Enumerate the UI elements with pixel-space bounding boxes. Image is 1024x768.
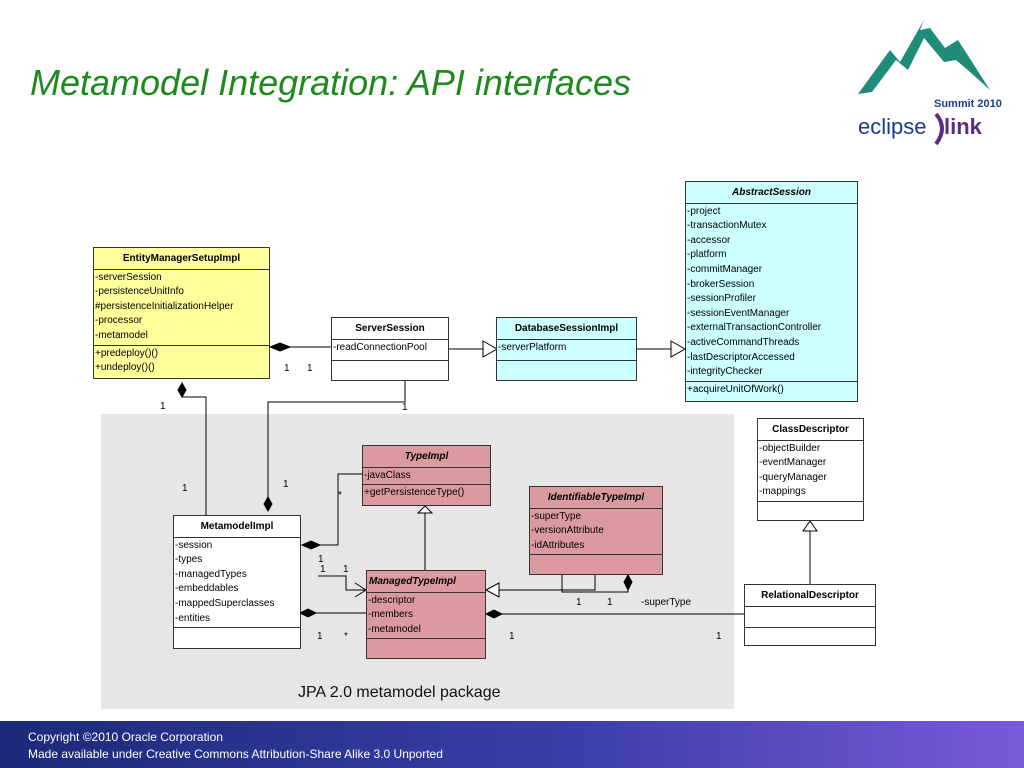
- class-attribute: -serverPlatform: [498, 341, 567, 353]
- class-identifiabletypeimpl: IdentifiableTypeImpl -superType -version…: [529, 486, 663, 575]
- class-attribute: -integrityChecker: [687, 366, 763, 378]
- multiplicity-label: 1: [284, 363, 290, 374]
- class-attribute: -brokerSession: [687, 278, 755, 290]
- footer-bar: Copyright ©2010 Oracle Corporation Made …: [0, 721, 1024, 768]
- class-attribute: -queryManager: [759, 471, 827, 483]
- class-attribute: -versionAttribute: [531, 525, 604, 537]
- class-operation: +acquireUnitOfWork(): [687, 383, 784, 395]
- class-abstractsession: AbstractSession -project -transactionMut…: [685, 181, 858, 402]
- class-serversession: ServerSession -readConnectionPool: [331, 317, 449, 381]
- class-attribute: -mappedSuperclasses: [175, 597, 275, 609]
- class-attribute: -superType: [531, 510, 582, 522]
- class-attribute: -project: [687, 205, 721, 217]
- eclipselink-logo: Summit 2010 eclipse link: [850, 12, 1010, 152]
- class-relationaldescriptor: RelationalDescriptor: [744, 584, 876, 646]
- class-attribute: -mappings: [759, 486, 806, 498]
- class-classdescriptor: ClassDescriptor -objectBuilder -eventMan…: [757, 418, 864, 521]
- multiplicity-label: 1: [576, 597, 582, 608]
- multiplicity-label: 1: [182, 483, 188, 494]
- class-attribute: -members: [368, 609, 414, 621]
- class-name: ManagedTypeImpl: [367, 571, 485, 593]
- slide-title: Metamodel Integration: API interfaces: [30, 62, 631, 103]
- class-operation: +undeploy()(): [95, 362, 155, 374]
- class-attribute: -session: [175, 539, 213, 551]
- class-name: TypeImpl: [363, 446, 490, 468]
- multiplicity-label: 1: [307, 363, 313, 374]
- package-label: JPA 2.0 metamodel package: [298, 684, 501, 701]
- class-databasesessionimpl: DatabaseSessionImpl -serverPlatform: [496, 317, 637, 381]
- class-attribute: -lastDescriptorAccessed: [687, 351, 795, 363]
- role-label-supertype: -superType: [641, 597, 692, 608]
- multiplicity-label: 1: [283, 479, 289, 490]
- class-attribute: -descriptor: [368, 594, 416, 606]
- class-operation: +predeploy()(): [95, 347, 159, 359]
- class-attribute: #persistenceInitializationHelper: [95, 300, 234, 312]
- multiplicity-label: 1: [343, 564, 349, 575]
- class-name: EntityManagerSetupImpl: [94, 248, 269, 270]
- svg-text:Summit 2010: Summit 2010: [934, 98, 1002, 110]
- class-entitymanagersetupimpl: EntityManagerSetupImpl -serverSession -p…: [93, 247, 270, 379]
- class-attribute: -platform: [687, 249, 727, 261]
- multiplicity-label: 1: [318, 554, 324, 565]
- class-operation: +getPersistenceType(): [364, 487, 465, 499]
- class-name: MetamodelImpl: [174, 516, 300, 538]
- class-name: AbstractSession: [686, 182, 857, 204]
- class-attribute: -objectBuilder: [759, 442, 821, 454]
- class-name: RelationalDescriptor: [745, 585, 875, 607]
- multiplicity-label: *: [338, 490, 342, 501]
- multiplicity-label: 1: [402, 402, 408, 413]
- multiplicity-label: 1: [320, 564, 326, 575]
- class-name: ServerSession: [332, 318, 448, 340]
- class-attribute: -transactionMutex: [687, 220, 767, 232]
- class-attribute: -managedTypes: [175, 568, 247, 580]
- class-attribute: -accessor: [687, 234, 731, 246]
- class-attribute: -persistenceUnitInfo: [95, 286, 184, 298]
- class-attribute: -commitManager: [687, 263, 763, 275]
- class-name: DatabaseSessionImpl: [497, 318, 636, 340]
- class-attribute: -embeddables: [175, 583, 239, 595]
- class-attribute: -sessionEventManager: [687, 307, 790, 319]
- class-attribute: -metamodel: [368, 623, 421, 635]
- class-attribute: -types: [175, 554, 203, 566]
- class-attribute: -sessionProfiler: [687, 293, 756, 305]
- multiplicity-label: 1: [160, 401, 166, 412]
- class-typeimpl: TypeImpl -javaClass +getPersistenceType(…: [362, 445, 491, 506]
- class-attribute: -metamodel: [95, 329, 148, 341]
- class-attribute: -processor: [95, 315, 143, 327]
- class-name: ClassDescriptor: [758, 419, 863, 441]
- class-attribute: -idAttributes: [531, 539, 585, 551]
- multiplicity-label: 1: [317, 631, 323, 642]
- multiplicity-label: 1: [509, 631, 515, 642]
- class-attribute: -externalTransactionController: [687, 322, 822, 334]
- class-attribute: -javaClass: [364, 469, 411, 481]
- copyright-text: Copyright ©2010 Oracle Corporation: [28, 730, 223, 744]
- class-attribute: -readConnectionPool: [333, 341, 427, 353]
- class-metamodelimpl: MetamodelImpl -session -types -managedTy…: [173, 515, 301, 649]
- class-attribute: -activeCommandThreads: [687, 336, 800, 348]
- multiplicity-label: *: [344, 631, 348, 642]
- license-text: Made available under Creative Commons At…: [28, 747, 443, 761]
- multiplicity-label: 1: [607, 597, 613, 608]
- class-attribute: -entities: [175, 612, 211, 624]
- svg-text:link: link: [944, 114, 983, 139]
- svg-text:eclipse: eclipse: [858, 114, 926, 139]
- class-attribute: -eventManager: [759, 457, 827, 469]
- class-name: IdentifiableTypeImpl: [530, 487, 662, 509]
- class-attribute: -serverSession: [95, 271, 162, 283]
- multiplicity-label: 1: [716, 631, 722, 642]
- class-managedtypeimpl: ManagedTypeImpl -descriptor -members -me…: [366, 570, 486, 659]
